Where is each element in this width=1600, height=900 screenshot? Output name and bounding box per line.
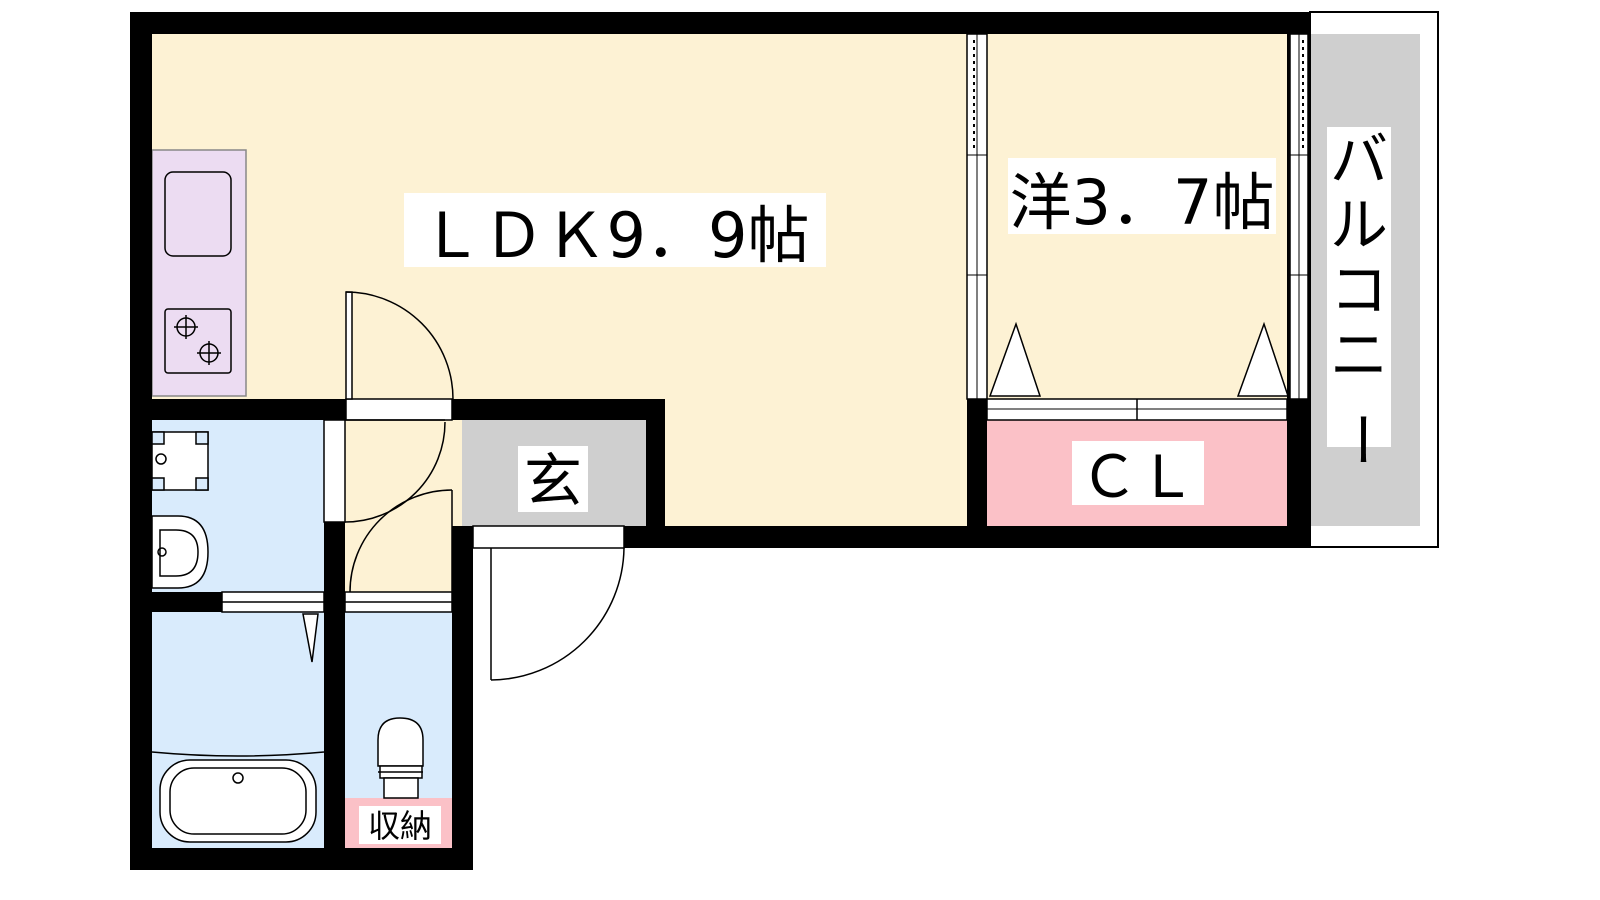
kitchen-counter: [151, 149, 247, 397]
genkan-label: 玄: [524, 447, 582, 515]
window-to-balcony: [1289, 33, 1309, 400]
walls: [130, 12, 1310, 870]
washing-machine-icon: [151, 431, 209, 491]
closet-label-bg: [1072, 441, 1204, 505]
balcony-label-char-3: コ: [1330, 256, 1388, 324]
storage-label-bg: [359, 806, 441, 844]
washroom-door: [323, 419, 446, 523]
balcony-label-char-4: ニ: [1330, 321, 1388, 389]
genkan-label-bg: [518, 446, 588, 512]
western-label-bg: [1008, 158, 1276, 234]
sink-icon: [164, 171, 232, 257]
balcony-label-char-2: ル: [1330, 191, 1388, 259]
closet-label: ＣＬ: [1080, 443, 1196, 511]
stove-icon: [164, 308, 232, 374]
washbasin-icon: [151, 515, 209, 589]
balcony-label-bg: [1327, 127, 1391, 447]
bathroom-door: [221, 591, 325, 663]
storage-label: 収納: [368, 807, 432, 845]
window-left-of-western-room: [966, 33, 988, 400]
bathtub-icon: [151, 751, 325, 843]
closet-sliding-doors: [986, 321, 1290, 421]
western-room-label: 洋3．7帖: [1010, 166, 1275, 239]
balcony-label-char-1: バ: [1330, 126, 1388, 194]
toilet-door: [344, 489, 453, 613]
ldk-label: ＬＤＫ9．9帖: [421, 199, 810, 272]
ldk-door: [345, 291, 454, 421]
ldk-label-bg: [404, 193, 826, 267]
toilet-icon: [377, 717, 424, 799]
balcony-label-char-5: ー: [1325, 411, 1393, 469]
entrance-door: [472, 525, 625, 681]
